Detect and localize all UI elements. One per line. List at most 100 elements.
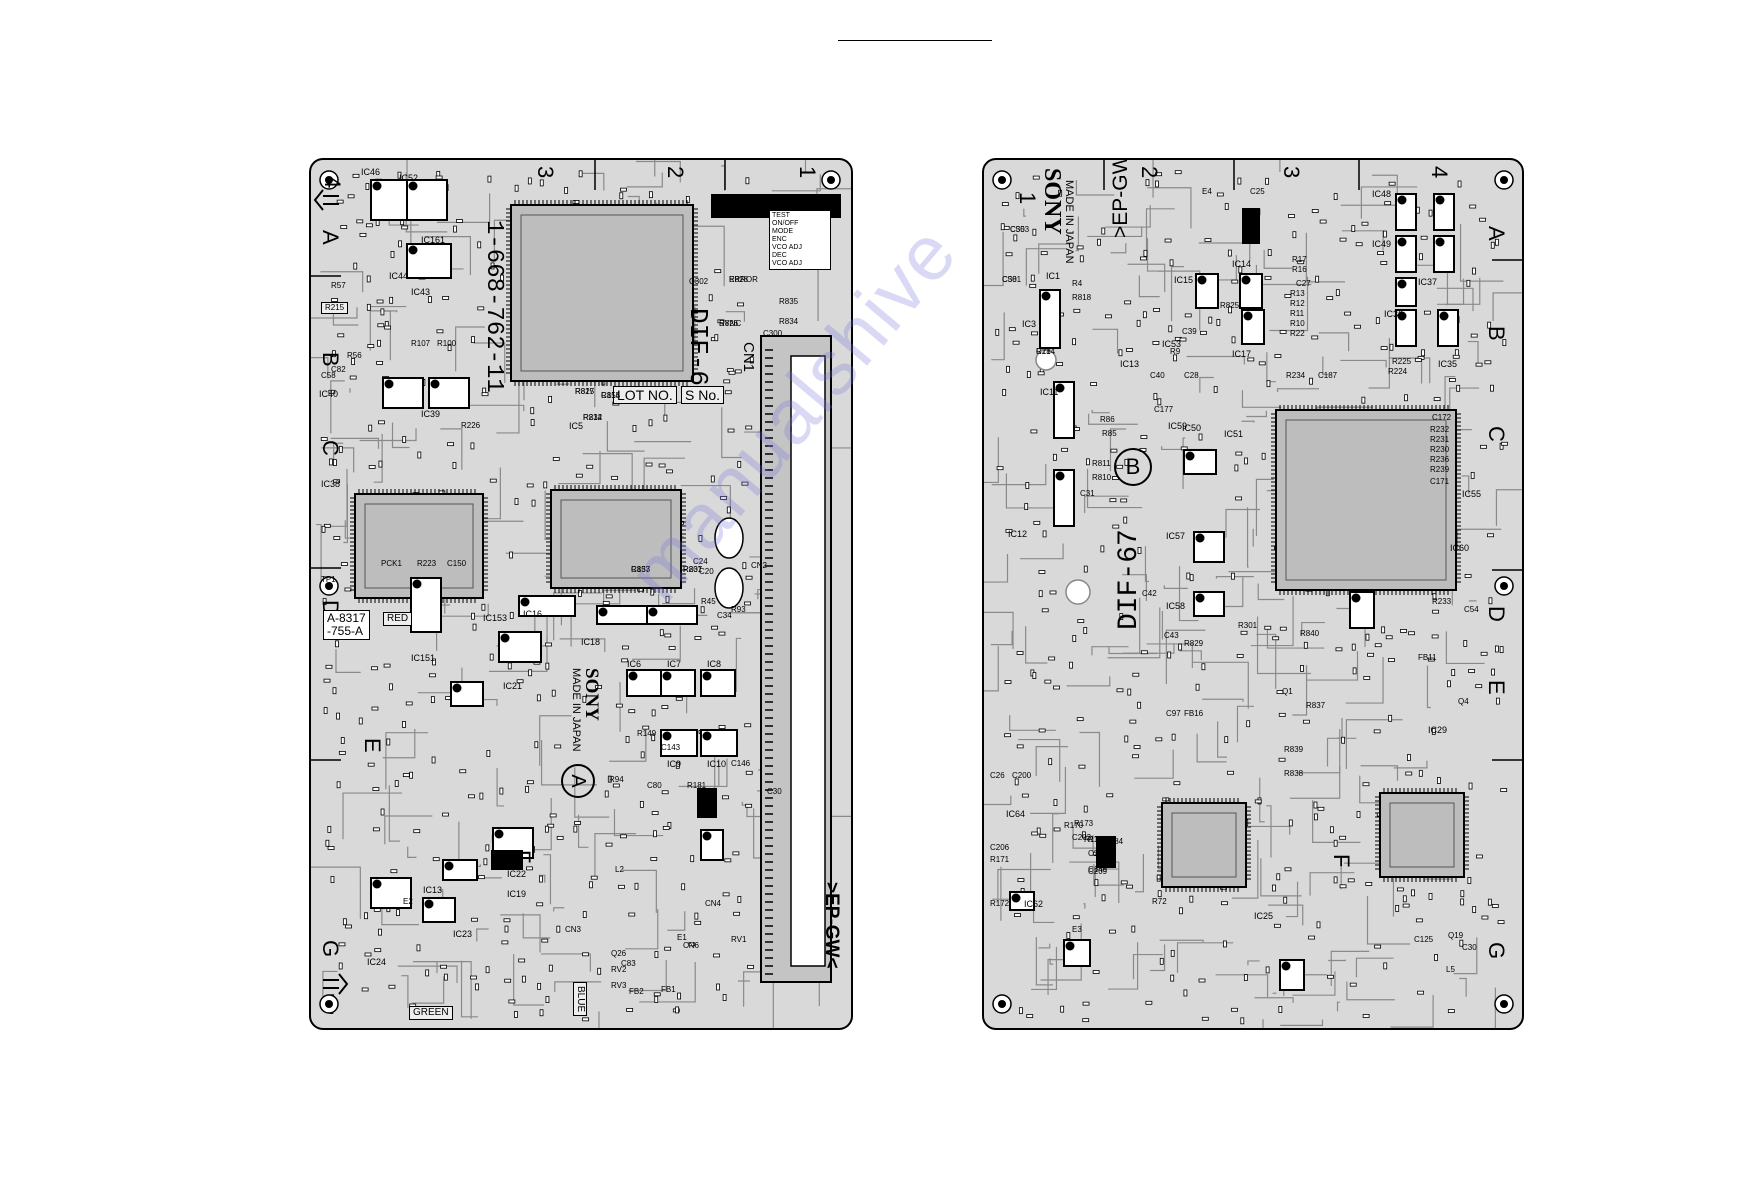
- pad: [1240, 630, 1248, 635]
- pad: [1272, 636, 1280, 641]
- pad: [447, 344, 452, 352]
- trace: [496, 768, 505, 807]
- b-ic-ic53: IC53: [1162, 339, 1182, 349]
- pad: [685, 196, 690, 203]
- trace: [1340, 359, 1387, 368]
- pad: [639, 801, 644, 808]
- pad: [1155, 180, 1159, 188]
- pad: [483, 858, 488, 866]
- pad: [1303, 719, 1310, 724]
- pad: [1033, 520, 1041, 525]
- pad: [372, 787, 380, 791]
- pad: [714, 334, 719, 342]
- pad: [1246, 720, 1251, 728]
- a-small-ic-13: [660, 729, 698, 757]
- trace: [1083, 903, 1086, 909]
- b-mount-hole-3-center: [1500, 1000, 1508, 1008]
- a-ref-r100: R100: [437, 339, 457, 348]
- trace: [1122, 574, 1147, 601]
- trace: [1069, 861, 1120, 904]
- test-box-line-4: ENC: [772, 236, 787, 243]
- trace: [397, 965, 458, 983]
- pad: [1460, 890, 1465, 898]
- pad: [521, 975, 526, 983]
- pad: [1490, 241, 1495, 249]
- a-ref-c146: C146: [731, 759, 751, 768]
- a-ic-ic40: IC40: [319, 389, 339, 399]
- b-mount-hole-2-center: [1500, 582, 1508, 590]
- pad: [1452, 354, 1460, 359]
- b-ref-c97: C97: [1166, 709, 1181, 718]
- trace: [577, 814, 589, 848]
- test-box-line-5: VCO ADJ: [772, 244, 802, 251]
- trace: [391, 422, 410, 449]
- pad: [323, 523, 331, 528]
- pad: [1362, 782, 1370, 787]
- trace: [990, 630, 1013, 646]
- b-ref-c28: C28: [1184, 371, 1199, 380]
- b-ref-r234: R234: [1286, 371, 1306, 380]
- pad: [1026, 1014, 1034, 1018]
- a-small-ic-5-pin1-dot: [520, 597, 530, 607]
- pad: [1019, 1007, 1023, 1015]
- pad: [1155, 172, 1162, 177]
- pad: [409, 771, 414, 779]
- pad: [1278, 1006, 1283, 1013]
- pad: [1120, 498, 1128, 503]
- pad: [1039, 833, 1047, 838]
- pad: [1490, 384, 1494, 392]
- trace: [316, 523, 322, 585]
- pad: [1469, 204, 1477, 209]
- pad: [1224, 736, 1229, 744]
- trace: [1163, 585, 1188, 589]
- a-ref-c34: C34: [717, 611, 732, 620]
- pad: [1339, 237, 1347, 242]
- trace: [1426, 665, 1431, 709]
- trace: [473, 342, 506, 384]
- trace: [1038, 943, 1051, 949]
- trace: [1170, 266, 1184, 322]
- b-ref-c209: C209: [1088, 867, 1108, 876]
- trace: [384, 815, 433, 845]
- pad: [507, 662, 512, 670]
- pad: [1038, 590, 1043, 598]
- trace: [1105, 205, 1151, 228]
- pad: [397, 171, 402, 179]
- col-number-4: 4: [320, 176, 345, 189]
- a-small-ic-8: [410, 577, 442, 633]
- pad: [1308, 935, 1316, 940]
- b-ref-c301: C301: [1002, 275, 1022, 284]
- pad: [1475, 854, 1483, 859]
- pad: [1228, 306, 1232, 314]
- trace: [1423, 878, 1452, 882]
- trace: [1086, 468, 1143, 509]
- pad: [1383, 230, 1387, 238]
- pad: [996, 466, 1004, 471]
- trace: [625, 909, 659, 950]
- a-ic-ic22: IC22: [507, 869, 527, 879]
- trace: [721, 407, 742, 459]
- test-box-line-6: DEC: [772, 252, 787, 259]
- pad: [716, 983, 720, 991]
- b-ref-c187: C187: [1318, 371, 1338, 380]
- pad: [380, 808, 385, 816]
- pad: [665, 595, 670, 603]
- trace: [1436, 287, 1474, 312]
- pad: [1216, 192, 1224, 197]
- a-ic-ic19: IC19: [507, 889, 527, 899]
- pad: [331, 350, 336, 358]
- a-ic-ic16: IC16: [523, 609, 543, 619]
- trace: [1250, 596, 1294, 647]
- pad: [1258, 361, 1266, 366]
- pad: [728, 370, 736, 375]
- pad: [1086, 458, 1090, 466]
- b-ref-r10: R10: [1290, 319, 1305, 328]
- pad: [675, 696, 683, 701]
- trace: [321, 447, 355, 473]
- trace: [1215, 575, 1254, 579]
- a-ref-r835: R835: [779, 297, 799, 306]
- trace: [1453, 937, 1478, 975]
- pad: [1502, 339, 1507, 347]
- trace: [1127, 263, 1166, 293]
- trace: [598, 1011, 600, 1028]
